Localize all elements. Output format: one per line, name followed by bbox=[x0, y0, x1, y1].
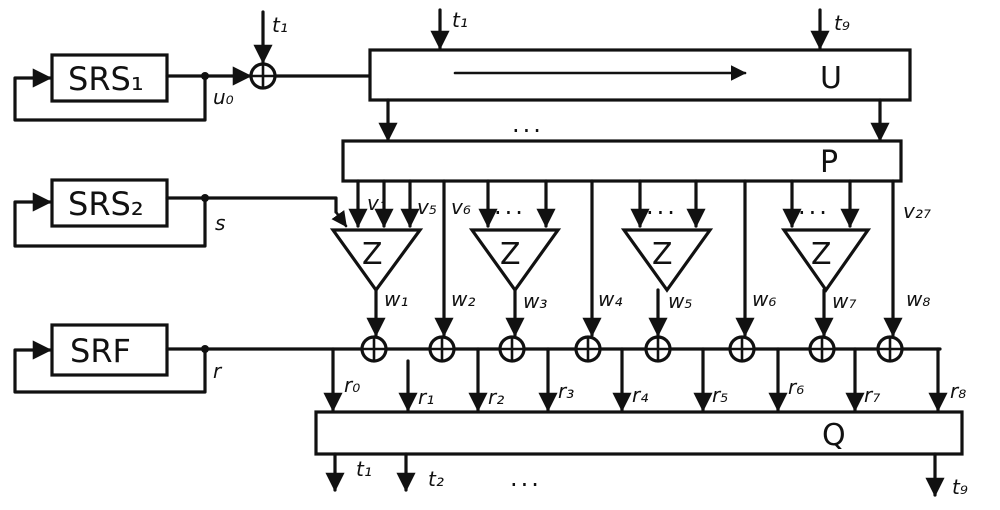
p-block: P bbox=[341, 139, 903, 183]
r3-label: r₃ bbox=[558, 379, 574, 403]
xor-5 bbox=[644, 335, 672, 363]
t1-out-label: t₁ bbox=[356, 457, 372, 481]
r4-label: r₄ bbox=[632, 383, 648, 407]
u0-label: u₀ bbox=[213, 85, 234, 109]
xor-1 bbox=[360, 335, 388, 363]
xor-input bbox=[249, 62, 277, 90]
w5-label: w₅ bbox=[668, 289, 692, 313]
t9-top-label: t₉ bbox=[834, 11, 850, 35]
v5-label: v₅ bbox=[417, 195, 437, 219]
srs2-junction bbox=[201, 194, 209, 202]
w7-label: w₇ bbox=[832, 289, 856, 313]
xor-2 bbox=[428, 335, 456, 363]
z3-label: Z bbox=[652, 237, 673, 272]
q-out-ellipsis: ... bbox=[510, 464, 542, 492]
srs2-output-line bbox=[165, 196, 338, 214]
v1-label: v₁ bbox=[367, 191, 387, 215]
w4-label: w₄ bbox=[598, 287, 622, 311]
z2-label: Z bbox=[500, 237, 521, 272]
t2-out-label: t₂ bbox=[428, 467, 444, 491]
srf-block: SRF bbox=[50, 323, 169, 377]
r0-label: r₀ bbox=[344, 373, 360, 397]
t9-out-label: t₉ bbox=[952, 475, 968, 499]
xor-7 bbox=[808, 335, 836, 363]
z2-ellipsis: ... bbox=[494, 192, 526, 220]
r6-label: r₆ bbox=[788, 375, 804, 399]
xor-8 bbox=[876, 335, 904, 363]
r-label: r bbox=[213, 359, 223, 383]
u-register: U bbox=[368, 48, 912, 102]
u-p-ellipsis: ... bbox=[512, 110, 544, 138]
xor-4 bbox=[574, 335, 602, 363]
w6-label: w₆ bbox=[752, 287, 776, 311]
t1-top-label: t₁ bbox=[452, 8, 468, 32]
r1-label: r₁ bbox=[418, 385, 434, 409]
w8-label: w₈ bbox=[906, 287, 930, 311]
w1-label: w₁ bbox=[384, 287, 408, 311]
xor-3 bbox=[498, 335, 526, 363]
z4-label: Z bbox=[811, 237, 832, 272]
srs1-label: SRS₁ bbox=[68, 60, 144, 98]
r2-label: r₂ bbox=[488, 385, 504, 409]
s-label: s bbox=[215, 211, 225, 235]
r8-label: r₈ bbox=[950, 379, 966, 403]
v27-label: v₂₇ bbox=[903, 199, 931, 223]
z-block-2: Z bbox=[468, 228, 562, 293]
srf-label: SRF bbox=[70, 332, 131, 370]
v6-label: v₆ bbox=[451, 195, 471, 219]
w3-label: w₃ bbox=[523, 289, 547, 313]
q-register: Q bbox=[314, 410, 964, 456]
s-to-z1 bbox=[331, 210, 348, 228]
z3-ellipsis: ... bbox=[646, 192, 678, 220]
r5-label: r₅ bbox=[712, 383, 728, 407]
z-block-4: Z bbox=[780, 228, 872, 293]
z4-ellipsis: ... bbox=[798, 192, 830, 220]
u-label: U bbox=[820, 61, 842, 96]
srs1-block: SRS₁ bbox=[50, 53, 169, 103]
z-block-3: Z bbox=[620, 228, 714, 293]
w2-label: w₂ bbox=[451, 287, 475, 311]
z-block-1: Z bbox=[329, 228, 424, 293]
z1-label: Z bbox=[362, 237, 383, 272]
srs2-label: SRS₂ bbox=[68, 185, 144, 223]
srs2-feedback-loop bbox=[13, 192, 207, 248]
srs1-feedback-loop bbox=[13, 68, 207, 122]
r-outputs bbox=[323, 347, 948, 412]
q-label: Q bbox=[822, 418, 846, 453]
xor-row bbox=[360, 335, 904, 363]
r7-label: r₇ bbox=[864, 383, 880, 407]
srs2-block: SRS₂ bbox=[50, 178, 169, 228]
srf-feedback-loop bbox=[13, 340, 207, 394]
xor-6 bbox=[728, 335, 756, 363]
t-in-label: t₁ bbox=[272, 13, 288, 37]
srs1-junction bbox=[201, 72, 209, 80]
p-label: P bbox=[820, 145, 838, 180]
